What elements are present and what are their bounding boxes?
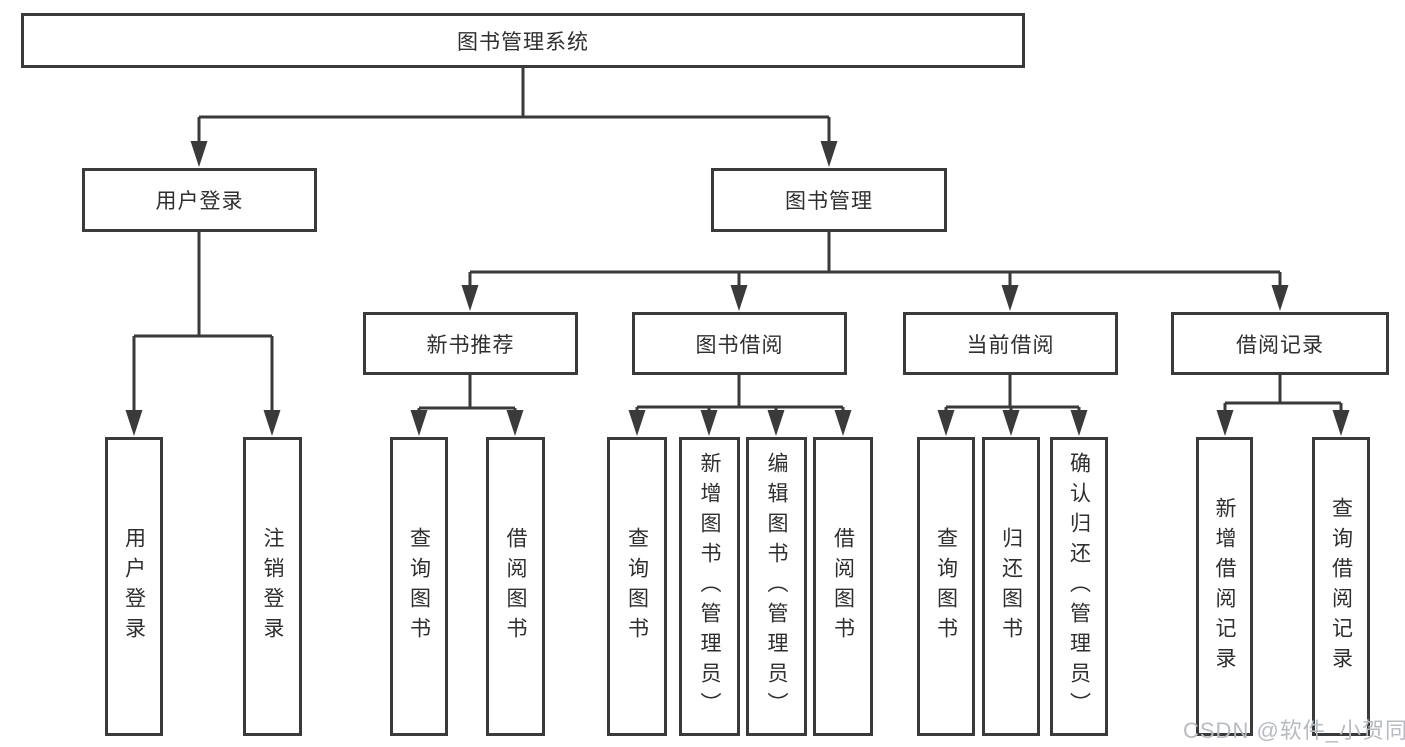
arrowhead: [820, 141, 838, 167]
leaf-query-books-recommend: 查询图书: [390, 437, 448, 736]
arrowhead: [125, 410, 143, 436]
arrowhead: [834, 410, 852, 436]
node-borrow-records: 借阅记录: [1171, 312, 1389, 375]
node-user-login-branch: 用户登录: [82, 168, 317, 232]
arrowhead: [1002, 410, 1020, 436]
connector-root: [197, 68, 831, 142]
arrowhead: [937, 410, 955, 436]
leaf-borrow-books: 借阅图书: [813, 437, 873, 736]
arrowhead: [263, 410, 281, 436]
arrowhead: [700, 410, 718, 436]
connector-borrow-records-group: [1223, 375, 1343, 411]
leaf-user-login: 用户登录: [105, 437, 163, 736]
connector-user-login-branch: [132, 232, 274, 411]
arrowhead: [410, 410, 428, 436]
arrowhead: [190, 141, 208, 167]
node-library-management-system: 图书管理系统: [21, 13, 1025, 68]
arrowhead: [1001, 285, 1019, 311]
leaf-edit-books-admin: 编辑图书（管理员）: [746, 437, 807, 736]
node-current-borrow: 当前借阅: [903, 312, 1118, 375]
leaf-confirm-return-admin: 确认归还（管理员）: [1050, 437, 1108, 736]
arrowhead: [1216, 410, 1234, 436]
leaf-add-books-admin: 新增图书（管理员）: [679, 437, 740, 736]
arrowhead: [730, 285, 748, 311]
node-book-management-branch: 图书管理: [711, 168, 947, 232]
arrowhead: [1070, 410, 1088, 436]
arrowhead: [628, 410, 646, 436]
connector-book-borrow-group: [635, 375, 845, 411]
connector-new-book-group: [417, 375, 517, 411]
node-book-borrow: 图书借阅: [632, 312, 847, 375]
connector-book-management-branch: [468, 232, 1282, 286]
arrowhead: [461, 285, 479, 311]
connector-current-borrow-group: [944, 375, 1081, 411]
leaf-query-books-current: 查询图书: [917, 437, 975, 736]
leaf-query-books-borrow: 查询图书: [607, 437, 667, 736]
arrowhead: [1332, 410, 1350, 436]
arrowhead: [767, 410, 785, 436]
arrowhead: [1271, 285, 1289, 311]
leaf-return-books: 归还图书: [982, 437, 1040, 736]
leaf-logout: 注销登录: [243, 437, 302, 736]
leaf-borrow-books-recommend: 借阅图书: [486, 437, 545, 736]
node-new-book-recommend: 新书推荐: [363, 312, 578, 375]
leaf-add-borrow-record: 新增借阅记录: [1196, 437, 1253, 736]
arrowhead: [506, 410, 524, 436]
leaf-query-borrow-record: 查询借阅记录: [1312, 437, 1370, 736]
csdn-watermark: CSDN @软件_小贺同学: [1183, 718, 1405, 743]
